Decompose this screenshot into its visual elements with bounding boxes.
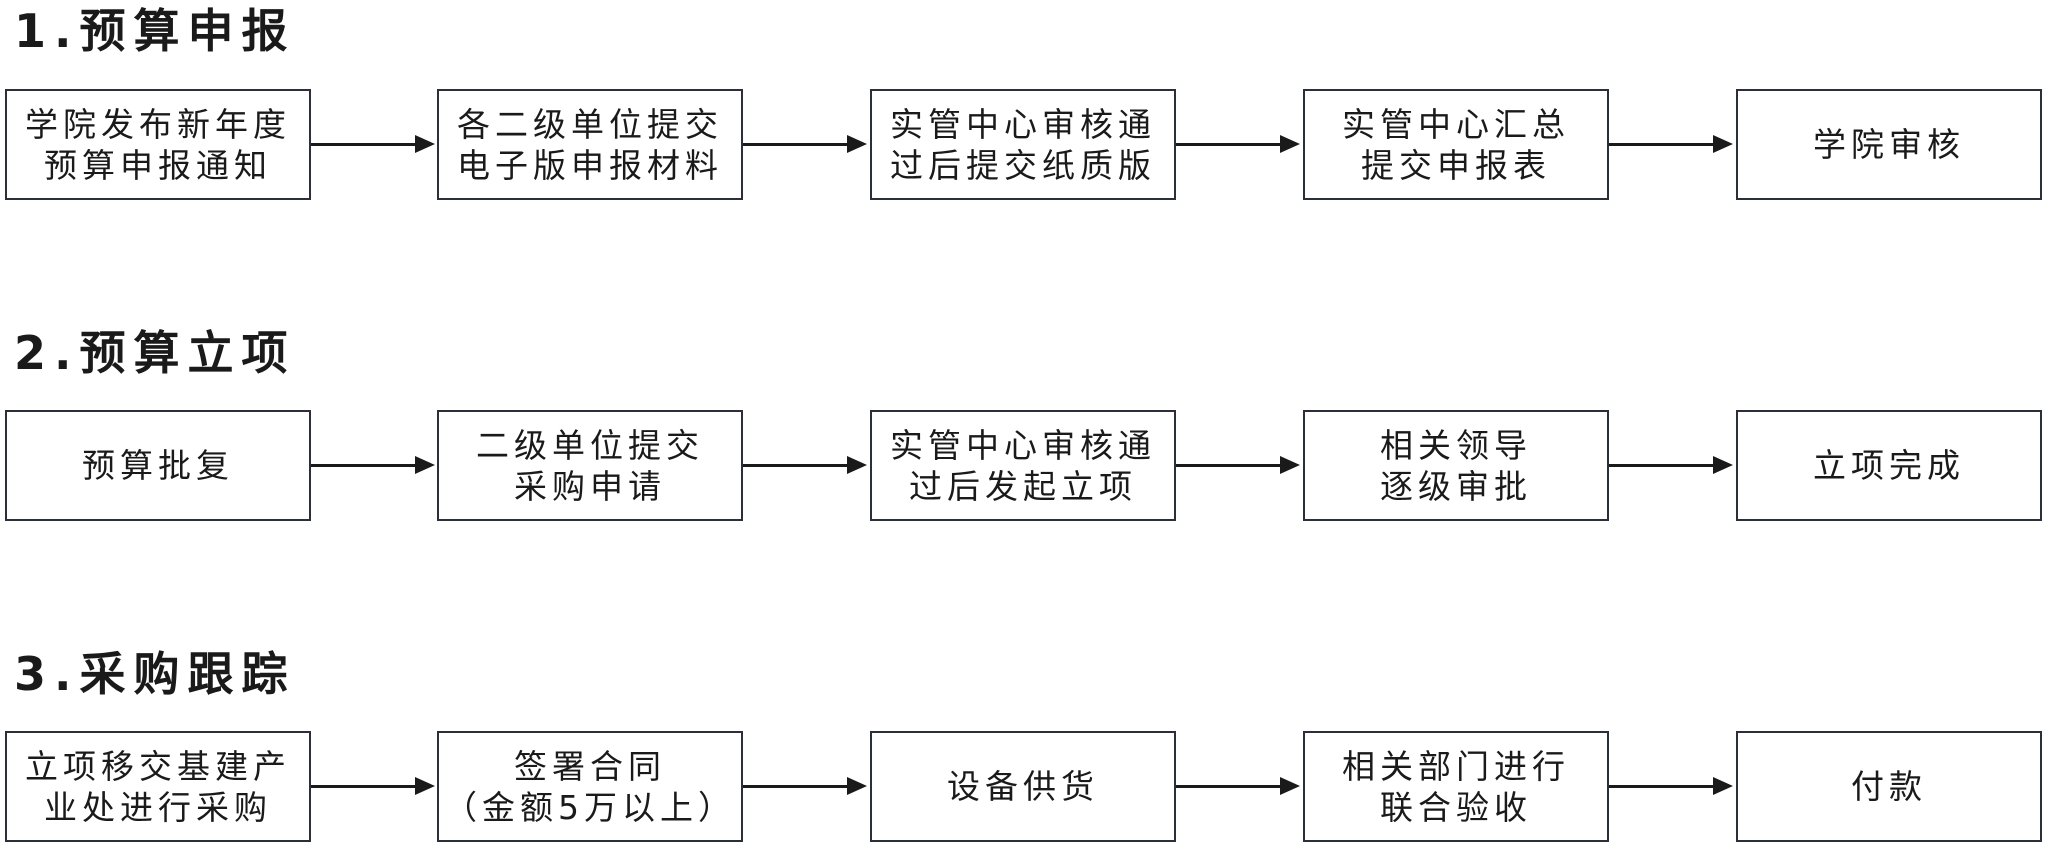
step-line: 过后提交纸质版: [890, 145, 1156, 185]
step-line: 付款: [1851, 767, 1927, 806]
step-line: （金额5万以上）: [444, 787, 736, 827]
step-line: 实管中心审核通: [890, 104, 1156, 144]
step-line: 二级单位提交: [476, 425, 704, 465]
step-box-3-2: 签署合同 （金额5万以上）: [437, 731, 743, 842]
arrow-right: [1609, 777, 1733, 795]
arrow-right: [743, 135, 867, 153]
step-box-1-4: 实管中心汇总 提交申报表: [1303, 89, 1609, 200]
step-box-2-2: 二级单位提交 采购申请: [437, 410, 743, 521]
step-line: 相关部门进行: [1342, 746, 1570, 786]
step-line: 业处进行采购: [44, 787, 272, 827]
step-line: 各二级单位提交: [457, 104, 723, 144]
section-title-3: 3.采购跟踪: [14, 647, 296, 701]
step-line: 签署合同: [514, 746, 666, 786]
step-line: 提交申报表: [1361, 145, 1551, 185]
step-line: 实管中心汇总: [1342, 104, 1570, 144]
arrow-right: [1609, 135, 1733, 153]
section-title-2: 2.预算立项: [14, 326, 296, 380]
step-line: 立项完成: [1813, 446, 1965, 485]
step-line: 过后发起立项: [909, 466, 1137, 506]
arrow-right: [1176, 135, 1300, 153]
step-line: 电子版申报材料: [457, 145, 723, 185]
step-line: 学院审核: [1813, 125, 1965, 164]
step-box-1-5: 学院审核: [1736, 89, 2042, 200]
step-box-1-3: 实管中心审核通 过后提交纸质版: [870, 89, 1176, 200]
arrow-right: [743, 777, 867, 795]
arrow-right: [743, 456, 867, 474]
arrow-right: [1176, 456, 1300, 474]
step-line: 相关领导: [1380, 425, 1532, 465]
step-box-2-4: 相关领导 逐级审批: [1303, 410, 1609, 521]
arrow-right: [311, 135, 435, 153]
step-box-3-5: 付款: [1736, 731, 2042, 842]
step-line: 预算批复: [82, 446, 234, 485]
arrow-right: [311, 456, 435, 474]
arrow-right: [1176, 777, 1300, 795]
step-box-1-2: 各二级单位提交 电子版申报材料: [437, 89, 743, 200]
step-box-1-1: 学院发布新年度 预算申报通知: [5, 89, 311, 200]
step-line: 实管中心审核通: [890, 425, 1156, 465]
step-box-3-4: 相关部门进行 联合验收: [1303, 731, 1609, 842]
step-box-2-1: 预算批复: [5, 410, 311, 521]
arrow-right: [311, 777, 435, 795]
step-line: 联合验收: [1380, 787, 1532, 827]
step-box-3-3: 设备供货: [870, 731, 1176, 842]
arrow-right: [1609, 456, 1733, 474]
step-line: 设备供货: [947, 767, 1099, 806]
step-line: 立项移交基建产: [25, 746, 291, 786]
step-line: 逐级审批: [1380, 466, 1532, 506]
step-line: 预算申报通知: [44, 145, 272, 185]
step-box-2-3: 实管中心审核通 过后发起立项: [870, 410, 1176, 521]
step-line: 学院发布新年度: [25, 104, 291, 144]
step-line: 采购申请: [514, 466, 666, 506]
step-box-3-1: 立项移交基建产 业处进行采购: [5, 731, 311, 842]
step-box-2-5: 立项完成: [1736, 410, 2042, 521]
section-title-1: 1.预算申报: [14, 4, 296, 58]
